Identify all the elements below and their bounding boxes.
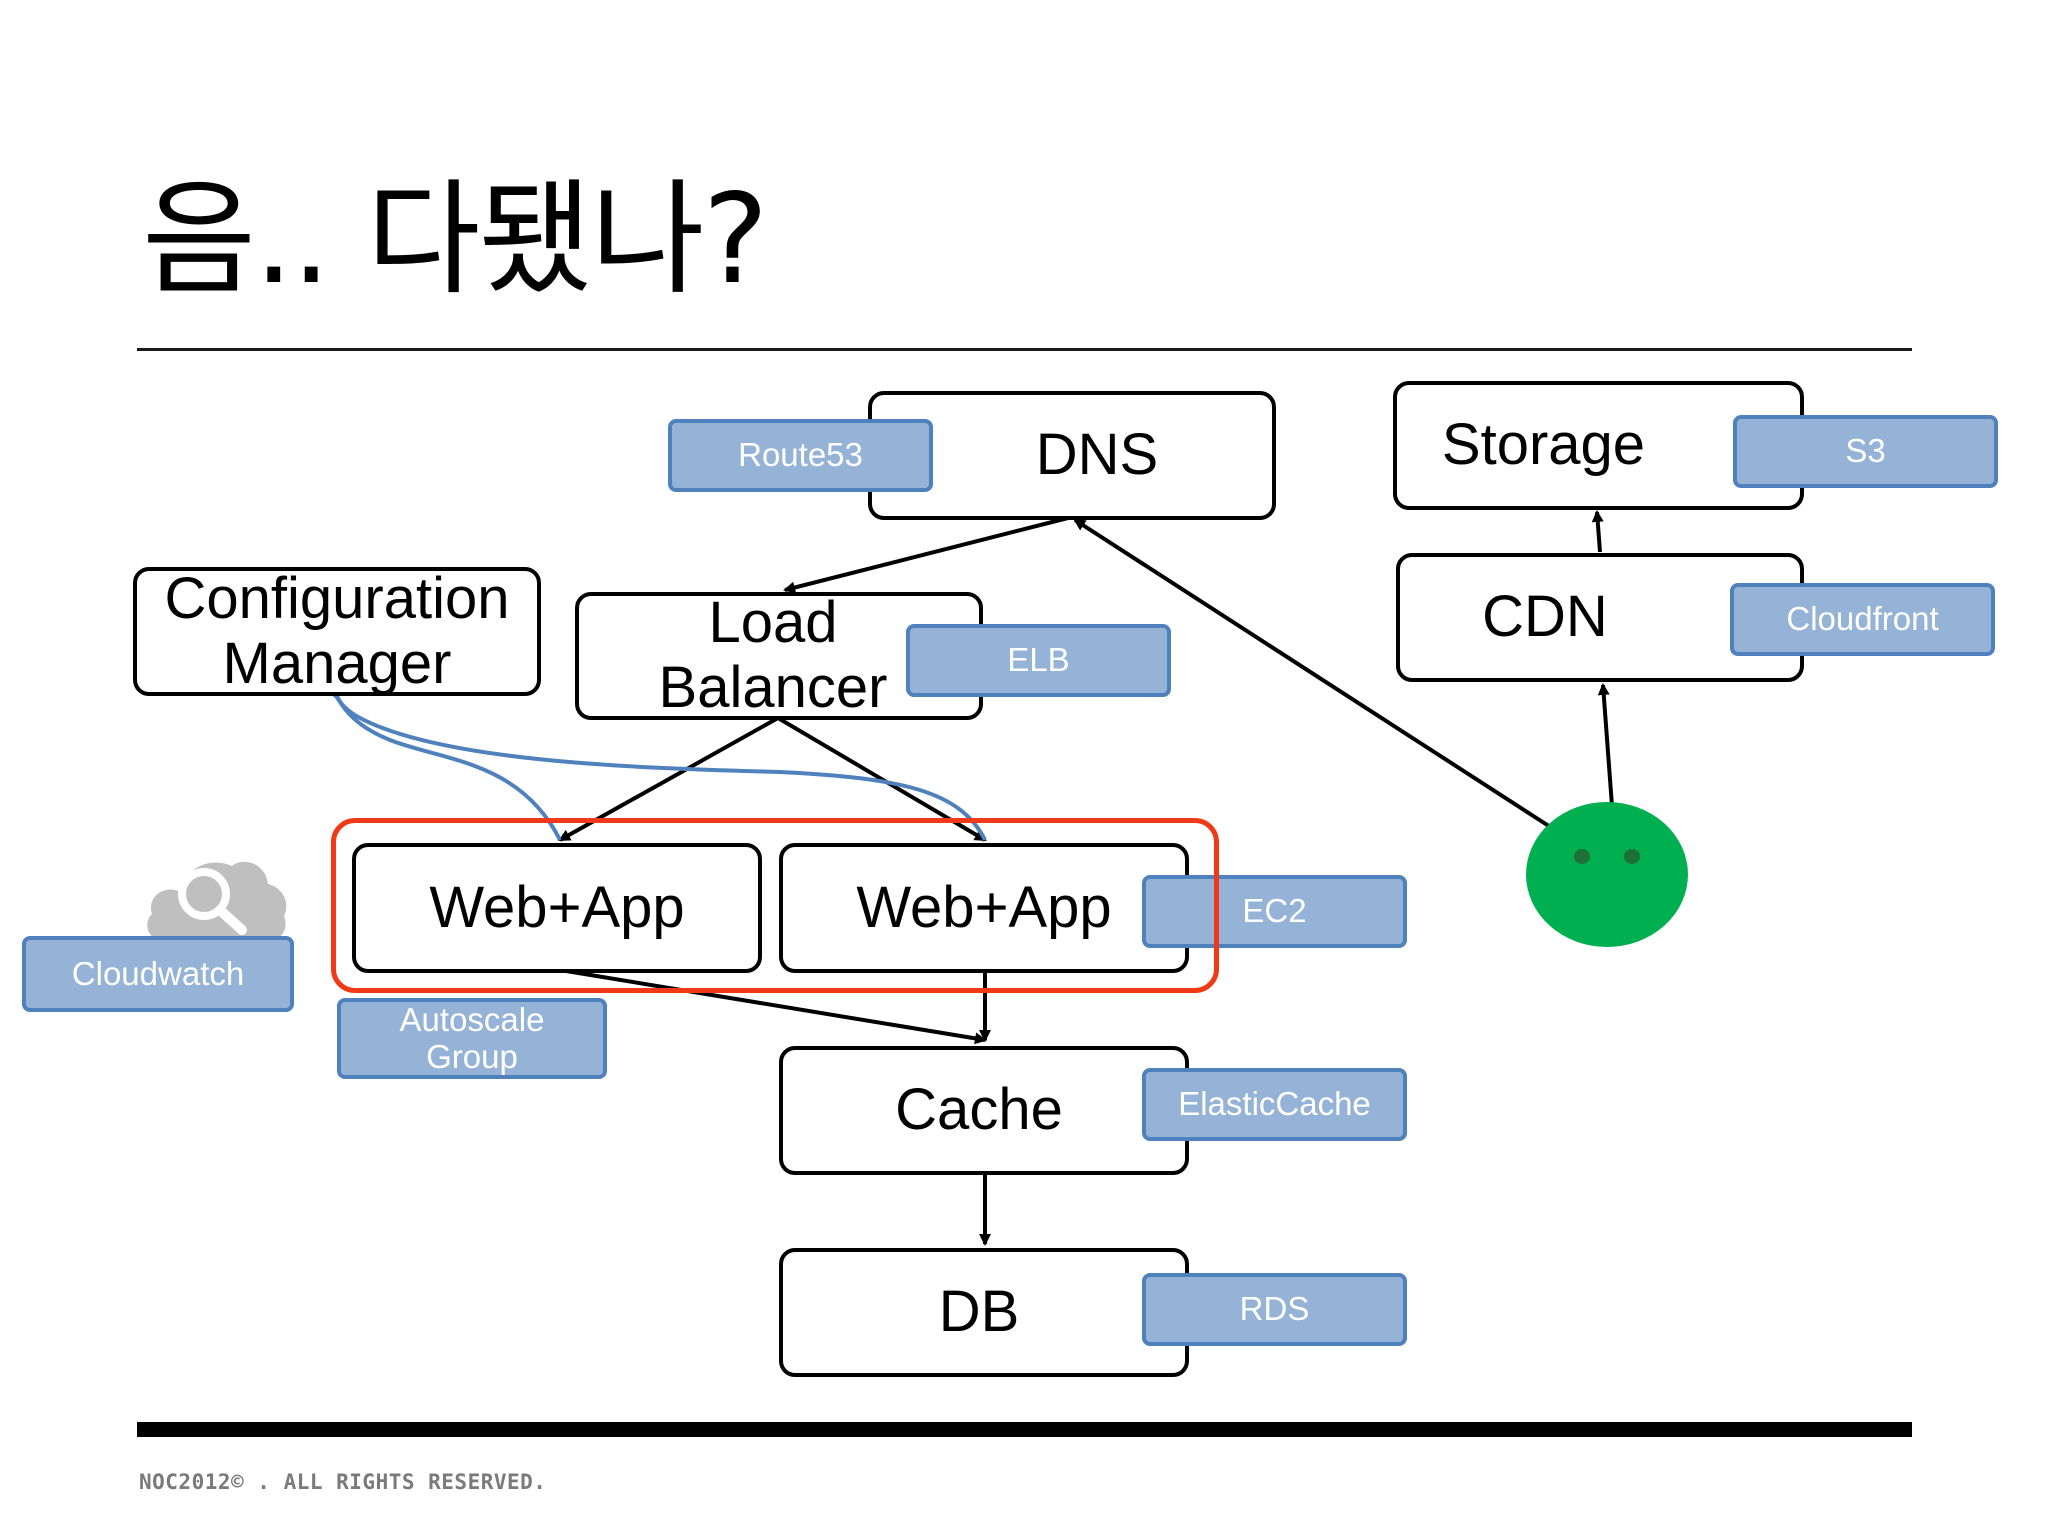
title-divider: [137, 348, 1912, 351]
elb-tag: ELB: [906, 624, 1171, 697]
green-face-icon: [1526, 802, 1688, 947]
configuration-manager-node: Configuration Manager: [133, 566, 541, 696]
db-node: DB: [779, 1248, 1189, 1377]
monitor-arrow-webapp2: [336, 696, 987, 841]
ec2-tag: EC2: [1142, 875, 1407, 948]
face-eye-left: [1574, 849, 1590, 864]
arrow-user-to-dns: [1073, 518, 1557, 832]
autoscale-group-tag: Autoscale Group: [337, 998, 607, 1079]
copyright-footer: NOC2012© . ALL RIGHTS RESERVED.: [139, 1470, 547, 1494]
arrow-cdn-to-storage: [1591, 510, 1604, 553]
cloudwatch-tag: Cloudwatch: [22, 936, 294, 1012]
cloudfront-tag: Cloudfront: [1730, 583, 1995, 656]
arrow-webapp1-to-cache: [559, 968, 987, 1045]
elasticcache-tag: ElasticCache: [1142, 1068, 1407, 1141]
web-app-node-2: Web+App: [779, 843, 1189, 973]
s3-tag: S3: [1733, 415, 1998, 488]
webapp-highlight-frame: [331, 818, 1219, 993]
web-app-node-1: Web+App: [352, 843, 762, 973]
monitor-arrow-webapp1: [338, 698, 562, 841]
slide-title: 음.. 다됐나?: [142, 168, 768, 312]
cache-node: Cache: [779, 1046, 1189, 1175]
face-eye-right: [1624, 849, 1640, 864]
dns-node: DNS: [868, 391, 1276, 520]
cloud-magnifier-icon: [147, 861, 287, 942]
arrow-dns-to-lb: [783, 516, 1069, 594]
rds-tag: RDS: [1142, 1273, 1407, 1346]
route53-tag: Route53: [668, 419, 933, 492]
footer-divider: [137, 1422, 1912, 1437]
arrow-user-to-cdn: [1597, 683, 1614, 807]
